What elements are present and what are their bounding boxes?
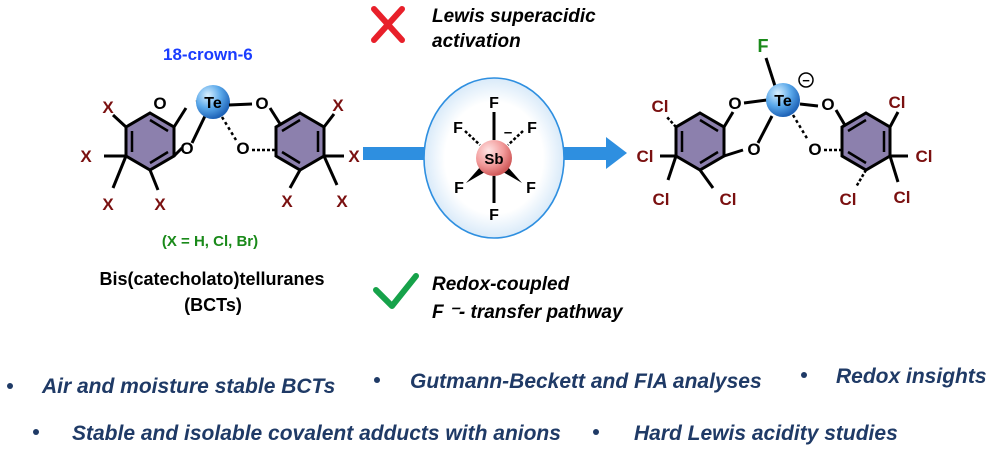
rejected-pathway-line2: activation	[432, 31, 521, 52]
fluorine-atom: F	[489, 207, 499, 224]
chlorine-atom: Cl	[653, 190, 670, 209]
chlorine-atom: Cl	[720, 190, 737, 209]
chlorine-atom: Cl	[652, 97, 669, 116]
substituent-x: X	[332, 96, 344, 115]
oxygen-atom: O	[153, 94, 166, 113]
compound-name: Bis(catecholato)telluranes	[99, 269, 324, 289]
substituent-x: X	[348, 147, 360, 166]
substituent-x: X	[102, 98, 114, 117]
crown-ether-label: 18-crown-6	[163, 45, 253, 64]
tellurium-label: Te	[204, 95, 222, 112]
highlight-item: Gutmann-Beckett and FIA analyses	[410, 370, 762, 393]
substituent-x: X	[102, 195, 114, 214]
oxygen-atom: O	[808, 140, 821, 159]
middle-panel: Lewis superacidic activation Sb – F F F …	[363, 6, 627, 323]
anion-charge: –	[504, 124, 512, 141]
compound-abbreviation: (BCTs)	[184, 295, 242, 315]
negative-charge-icon	[798, 72, 814, 88]
antimony-atom	[476, 140, 512, 176]
fluorine-atom: F	[454, 180, 464, 197]
chlorine-atom: Cl	[894, 188, 911, 207]
fluorine-atom: F	[526, 180, 536, 197]
substituent-x: X	[154, 195, 166, 214]
highlight-item: Air and moisture stable BCTs	[41, 375, 335, 398]
fluorine-atom: F	[489, 95, 499, 112]
left-molecule: 18-crown-6 O O X X X X Te O O	[80, 45, 360, 315]
fluorine-atom: F	[527, 120, 537, 137]
chlorine-atom: Cl	[637, 147, 654, 166]
oxygen-atom: O	[747, 140, 760, 159]
oxygen-atom: O	[821, 95, 834, 114]
cross-icon	[371, 6, 405, 43]
bullet-dot	[33, 429, 39, 435]
substituent-x: X	[80, 147, 92, 166]
highlight-item: Redox insights	[836, 365, 987, 388]
oxygen-atom: O	[236, 139, 249, 158]
charge-sign: −	[802, 73, 810, 88]
bullet-dot	[7, 383, 13, 389]
fluorine-atom: F	[758, 36, 769, 56]
right-catechol-ring	[274, 111, 326, 172]
chlorine-atom: Cl	[889, 93, 906, 112]
rejected-pathway-line1: Lewis superacidic	[432, 6, 596, 27]
highlight-item: Hard Lewis acidity studies	[634, 422, 898, 445]
left-chloro-ring	[674, 111, 726, 172]
bullet-dot	[374, 377, 380, 383]
right-chloro-ring	[840, 111, 892, 172]
check-icon	[373, 273, 419, 309]
bullet-dot	[593, 429, 599, 435]
right-molecule: F Cl Cl Cl Cl O O Te − O O	[637, 36, 933, 209]
oxygen-atom: O	[180, 139, 193, 158]
highlight-item: Stable and isolable covalent adducts wit…	[72, 422, 561, 445]
chlorine-atom: Cl	[840, 190, 857, 209]
fluorine-atom: F	[453, 120, 463, 137]
antimony-label: Sb	[484, 151, 503, 168]
substituent-x: X	[281, 192, 293, 211]
chlorine-atom: Cl	[916, 147, 933, 166]
tellurium-atom	[196, 85, 230, 119]
substituent-definition: (X = H, Cl, Br)	[162, 233, 258, 250]
substituent-x: X	[336, 192, 348, 211]
tellurium-atom	[766, 83, 800, 117]
tellurium-label: Te	[774, 93, 792, 110]
reaction-arrow	[558, 137, 627, 169]
bullet-dot	[801, 372, 807, 378]
oxygen-atom: O	[728, 94, 741, 113]
accepted-pathway-line1: Redox-coupled	[432, 274, 570, 295]
highlights-list: Air and moisture stable BCTs Gutmann-Bec…	[7, 365, 987, 445]
accepted-pathway-line2: F ⁻- transfer pathway	[432, 302, 624, 323]
left-catechol-ring	[124, 111, 176, 172]
oxygen-atom: O	[255, 94, 268, 113]
reaction-bar	[363, 147, 433, 160]
